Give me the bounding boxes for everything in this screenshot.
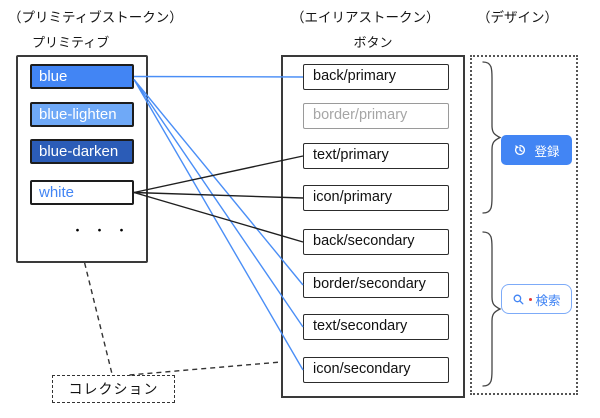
collection-label: コレクション bbox=[52, 375, 175, 403]
design-group bbox=[470, 55, 578, 395]
primitive-box-title: プリミティブ bbox=[32, 35, 110, 50]
alias-token-text-secondary: text/secondary bbox=[303, 314, 449, 340]
alias-token-back-primary: back/primary bbox=[303, 64, 449, 90]
register-button-label: 登録 bbox=[534, 144, 560, 159]
alias-token-icon-primary: icon/primary bbox=[303, 185, 449, 211]
alias-token-icon-secondary: icon/secondary bbox=[303, 357, 449, 383]
design-caption: （デザイン） bbox=[477, 10, 558, 25]
primitive-token-blue-lighten: blue-lighten bbox=[30, 102, 134, 127]
alias-caption: （エイリアストークン） bbox=[291, 10, 440, 25]
primitive-token-white: white bbox=[30, 180, 134, 205]
search-icon bbox=[512, 293, 525, 306]
primitive-caption: （プリミティブストークン） bbox=[8, 10, 183, 25]
primitive-token-blue-darken: blue-darken bbox=[30, 139, 134, 164]
alias-token-border-primary: border/primary bbox=[303, 103, 449, 129]
search-button: 検索 bbox=[501, 284, 572, 314]
primitive-token-blue: blue bbox=[30, 64, 134, 89]
required-marker-dot bbox=[529, 297, 533, 301]
alias-token-border-secondary: border/secondary bbox=[303, 272, 449, 298]
register-button: 登録 bbox=[501, 135, 572, 165]
alias-token-group: back/primary border/primary text/primary… bbox=[281, 55, 465, 398]
primitive-token-group: blue blue-lighten blue-darken white ・・・ bbox=[16, 55, 148, 263]
ellipsis-dots: ・・・ bbox=[70, 223, 137, 238]
alias-token-text-primary: text/primary bbox=[303, 143, 449, 169]
search-button-label: 検索 bbox=[535, 293, 561, 308]
history-icon bbox=[513, 143, 527, 157]
alias-token-back-secondary: back/secondary bbox=[303, 229, 449, 255]
alias-box-title: ボタン bbox=[353, 35, 393, 50]
